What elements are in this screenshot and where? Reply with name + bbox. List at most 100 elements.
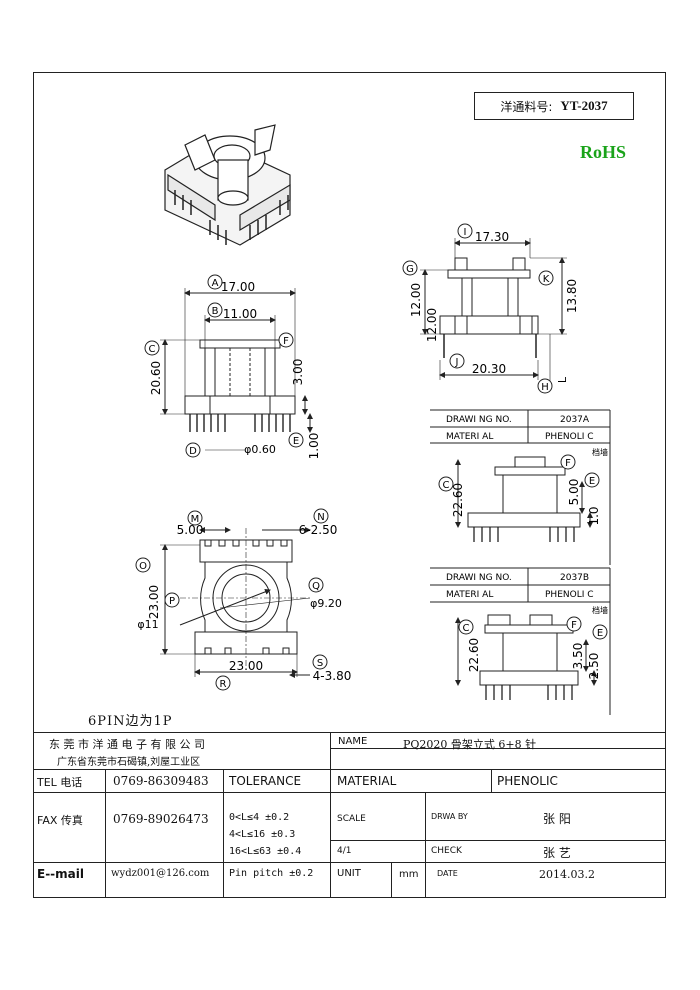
- variant-a-tag-e: E: [589, 476, 595, 487]
- dim-g-2: 12.00: [425, 308, 439, 342]
- material-value: PHENOLIC: [497, 774, 558, 788]
- tag-k: K: [543, 274, 550, 285]
- tag-e: E: [293, 436, 299, 447]
- variant-b-dim-c: 22.60: [467, 638, 481, 672]
- tag-g: G: [406, 264, 414, 275]
- variant-b-material-label: MATERI AL: [446, 590, 493, 600]
- tag-s: S: [317, 658, 323, 669]
- variant-b-tag-e: E: [597, 628, 603, 639]
- variant-b-drawing-no-label: DRAWI NG NO.: [446, 573, 512, 583]
- dim-f: 3.00: [291, 359, 305, 386]
- scale-label: SCALE: [337, 814, 366, 824]
- isometric-bobbin-view: [164, 124, 291, 246]
- dim-q: φ9.20: [310, 597, 342, 610]
- scale-value: 4/1: [337, 846, 352, 856]
- company-address: 广东省东莞市石碣镇,刘屋工业区: [57, 757, 201, 768]
- email-value: wydz001@126.com: [111, 868, 210, 879]
- unit-value: mm: [399, 869, 419, 880]
- side-view: [420, 238, 567, 385]
- company-name: 东 莞 市 洋 通 电 子 有 限 公 司: [49, 738, 205, 751]
- tag-m: M: [191, 514, 200, 525]
- fax-number: 0769-89026473: [113, 812, 209, 826]
- dim-b: 11.00: [223, 307, 257, 321]
- tolerance-1: 0<L≤4 ±0.2: [229, 812, 290, 823]
- tag-c: C: [149, 344, 156, 355]
- fax-label: FAX 传真: [37, 814, 83, 827]
- tag-r: R: [220, 679, 227, 690]
- dim-n: 6-2.50: [299, 523, 338, 537]
- dim-j: 20.30: [472, 362, 506, 376]
- part-number-box: 洋通料号: YT-2037: [474, 92, 634, 120]
- name-label: NAME: [338, 736, 368, 747]
- check-label: CHECK: [431, 846, 462, 856]
- variant-a-drawing-no: 2037A: [560, 415, 590, 425]
- variant-b-tag-c: C: [463, 623, 470, 634]
- variant-a-dim-f: 5.00: [567, 479, 581, 506]
- dim-s: 4-3.80: [313, 669, 352, 683]
- variant-a-dim-e: 1.0: [587, 506, 601, 525]
- dim-e: 1.00: [307, 433, 321, 460]
- variant-a-note: 档墙: [592, 447, 608, 457]
- dim-o: 23.00: [147, 585, 161, 619]
- dimension-tag-circles: [135, 223, 608, 691]
- name-value: PQ2020 骨架立式 6+8 针: [403, 738, 537, 751]
- technical-drawing: A 17.00 B 11.00 C 20.60 F 3.00 E 1.00 D …: [135, 124, 611, 715]
- drawby-value: 张 阳: [543, 812, 571, 826]
- tag-i: I: [464, 227, 467, 238]
- dim-c: 20.60: [149, 361, 163, 395]
- part-number: YT-2037: [560, 98, 608, 113]
- variant-a-tag-f: F: [565, 458, 571, 469]
- tolerance-2: 4<L≤16 ±0.3: [229, 829, 296, 840]
- variant-a-material: PHENOLI C: [545, 432, 594, 442]
- tag-q: Q: [312, 581, 320, 592]
- pin-pitch: Pin pitch ±0.2: [229, 868, 314, 879]
- tag-p: P: [169, 596, 175, 607]
- title-block: 东 莞 市 洋 通 电 子 有 限 公 司 广东省东莞市石碣镇,刘屋工业区 NA…: [33, 732, 666, 898]
- variant-a-dim-c: 22.60: [451, 483, 465, 517]
- check-value: 张 艺: [543, 846, 571, 860]
- tag-b: B: [212, 306, 219, 317]
- tag-a: A: [212, 278, 219, 289]
- tolerance-label: TOLERANCE: [229, 774, 302, 788]
- drawby-label: DRWA BY: [431, 812, 468, 821]
- tag-h: H: [541, 382, 549, 393]
- dim-r: 23.00: [229, 659, 263, 673]
- dim-i: 17.30: [475, 230, 509, 244]
- part-number-label: 洋通料号:: [500, 99, 553, 114]
- variant-b-dim-e: 2.50: [587, 653, 601, 680]
- tel-label: TEL 电话: [37, 776, 83, 789]
- drawing-sheet-border: [33, 72, 666, 898]
- variant-b-panel: [430, 567, 611, 715]
- pin-note: 6PIN边为1P: [88, 714, 173, 729]
- variant-a-drawing-no-label: DRAWI NG NO.: [446, 415, 512, 425]
- variant-b-material: PHENOLI C: [545, 590, 594, 600]
- email-label: E--mail: [37, 867, 84, 881]
- tag-f: F: [283, 336, 289, 347]
- tag-n: N: [317, 512, 324, 523]
- variant-b-note: 档墙: [592, 605, 608, 615]
- date-value: 2014.03.2: [539, 868, 595, 881]
- variant-a-tag-c: C: [443, 480, 450, 491]
- label-l: L: [556, 376, 569, 383]
- variant-a-material-label: MATERI AL: [446, 432, 493, 442]
- tolerance-3: 16<L≤63 ±0.4: [229, 846, 302, 857]
- front-view: [160, 288, 313, 451]
- variant-b-drawing-no: 2037B: [560, 573, 589, 583]
- dim-k: 13.80: [565, 279, 579, 313]
- date-label: DATE: [437, 869, 458, 878]
- tag-j: J: [455, 357, 459, 368]
- dim-a: 17.00: [221, 280, 255, 294]
- bottom-view: [160, 527, 312, 678]
- tag-o: O: [139, 561, 147, 572]
- dim-p: φ11: [137, 618, 158, 631]
- rohs-mark: RoHS: [580, 142, 627, 162]
- tel-number: 0769-86309483: [113, 774, 209, 788]
- dim-d: φ0.60: [244, 443, 276, 456]
- dim-m: 5.00: [177, 523, 204, 537]
- variant-a-panel: [430, 409, 611, 565]
- dim-g: 12.00: [409, 283, 423, 317]
- material-label: MATERIAL: [337, 774, 397, 788]
- variant-b-tag-f: F: [571, 620, 577, 631]
- variant-b-dim-f: 3.50: [571, 643, 585, 670]
- unit-label: UNIT: [337, 868, 361, 879]
